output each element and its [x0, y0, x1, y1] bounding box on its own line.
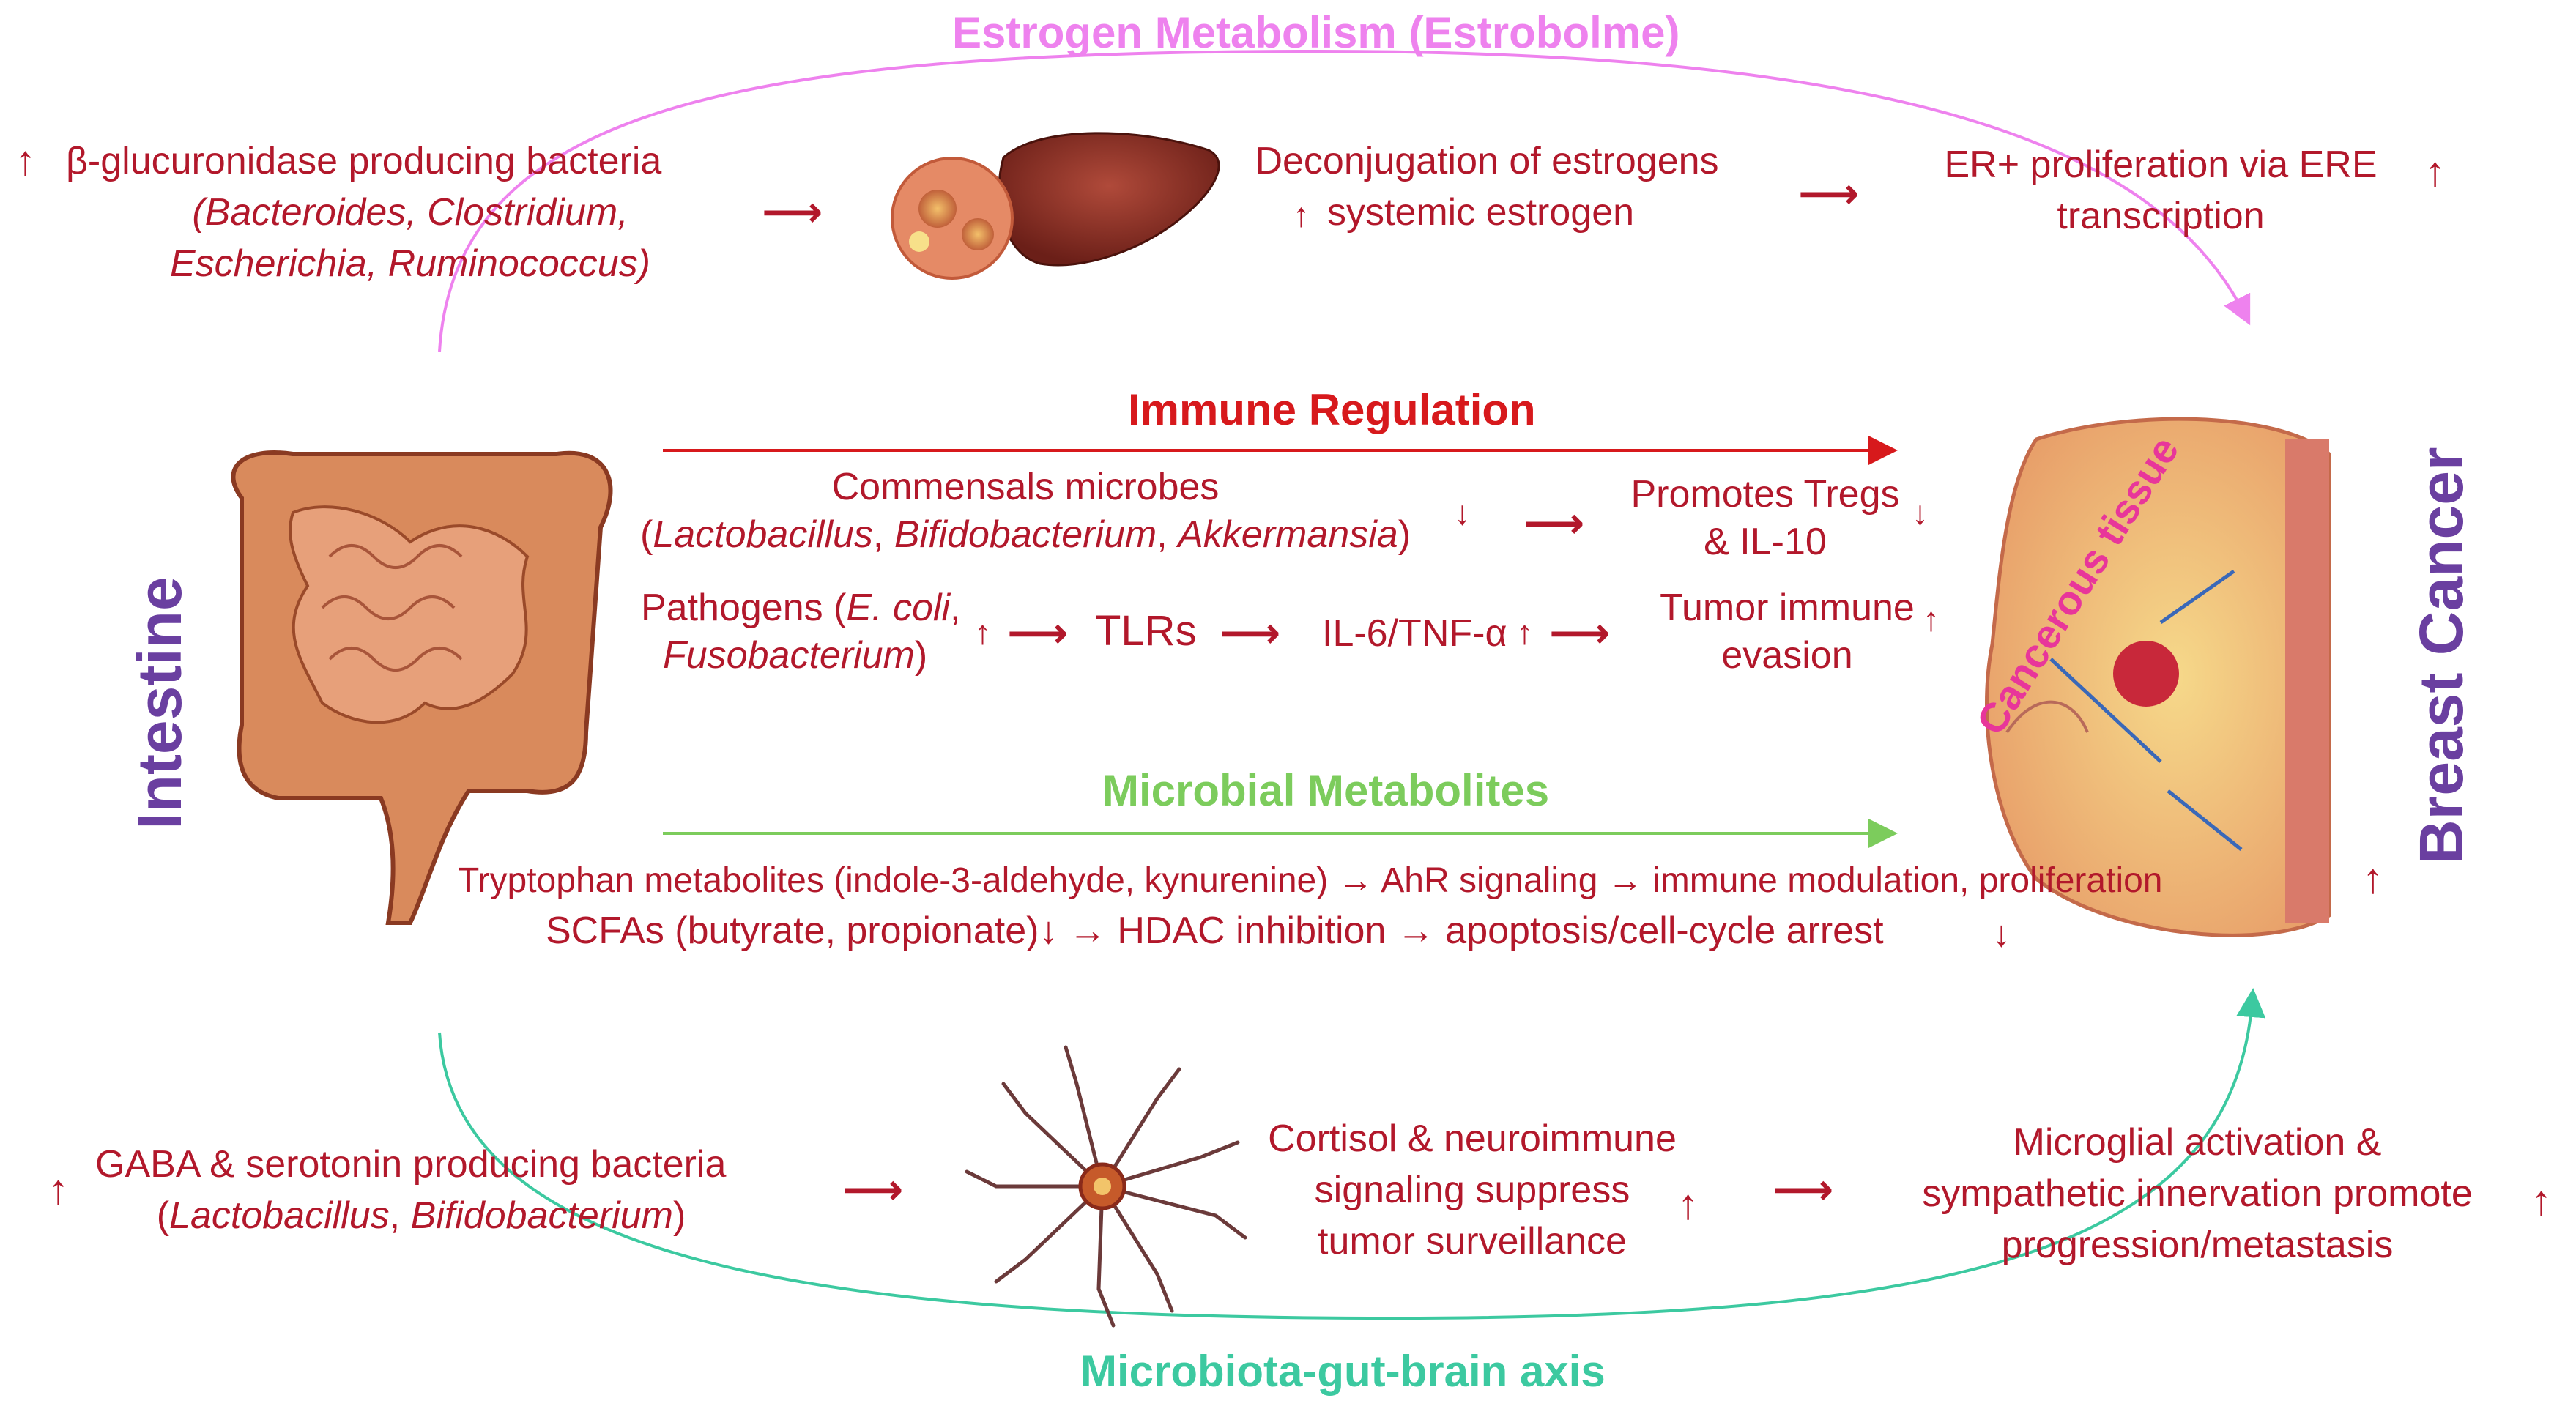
estrogen-curve	[438, 49, 2251, 352]
commensals-genera: (Lactobacillus, Bifidobacterium, Akkerma…	[639, 513, 1411, 556]
evasion-text: evasion	[1721, 634, 1853, 677]
cortisol-text: Cortisol & neuroimmune	[1268, 1117, 1677, 1160]
up-arrow-pathogens: ↑	[974, 613, 991, 651]
up-arrow-evasion: ↑	[1923, 600, 1940, 638]
up-arrow-er: ↑	[2424, 148, 2446, 196]
arrow-to-tregs: ⟶	[1523, 499, 1585, 547]
down-arrow-apoptosis: ↓	[1992, 913, 2011, 954]
up-arrow-estrogen: ↑	[1293, 196, 1310, 234]
arrow-to-er: ⟶	[1798, 170, 1860, 217]
up-arrow-microglial: ↑	[2531, 1177, 2552, 1224]
surveillance-text: tumor surveillance	[1318, 1220, 1627, 1262]
deconjugation-text: Deconjugation of estrogens	[1255, 140, 1719, 182]
gutbrain-section-title: Microbiota-gut-brain axis	[1080, 1347, 1606, 1396]
neuron-illustration	[965, 1045, 1247, 1328]
metabolites-section-title: Microbial Metabolites	[1102, 766, 1550, 815]
scfa-text: SCFAs (butyrate, propionate)↓ → HDAC inh…	[546, 910, 1884, 952]
gaba-genera: (Lactobacillus, Bifidobacterium)	[156, 1194, 686, 1237]
breast-illustration	[1985, 417, 2331, 937]
metastasis-text: progression/metastasis	[2001, 1224, 2394, 1266]
commensals-text: Commensals microbes	[831, 466, 1220, 508]
up-arrow-proliferation: ↑	[2362, 855, 2383, 902]
gaba-text: GABA & serotonin producing bacteria	[95, 1143, 727, 1186]
intestine-illustration	[231, 450, 613, 925]
er-proliferation-text: ER+ proliferation via ERE	[1944, 144, 2378, 186]
tumor-immune-text: Tumor immune	[1660, 587, 1915, 629]
up-arrow-il6: ↑	[1516, 613, 1533, 651]
microglial-text: Microglial activation &	[2013, 1121, 2382, 1164]
estrogen-section-title: Estrogen Metabolism (Estrobolme)	[952, 8, 1680, 57]
arrow-to-neuron: ⟶	[842, 1166, 904, 1213]
arrow-to-evasion: ⟶	[1549, 609, 1611, 657]
up-arrow-gaba: ↑	[48, 1166, 69, 1213]
arrow-to-il6: ⟶	[1220, 609, 1281, 657]
liver-illustration	[891, 132, 1220, 280]
gutbrain-curve	[438, 988, 2266, 1320]
tryptophan-text: Tryptophan metabolites (indole-3-aldehyd…	[458, 861, 2163, 900]
ere-transcription-text: transcription	[2057, 195, 2265, 237]
intestine-label: Intestine	[125, 576, 194, 830]
arrow-to-liver: ⟶	[762, 188, 823, 236]
fusobacterium-text: Fusobacterium)	[663, 634, 928, 677]
arrow-to-tlrs: ⟶	[1007, 609, 1069, 657]
arrow-to-microglial: ⟶	[1773, 1166, 1834, 1213]
sympathetic-text: sympathetic innervation promote	[1922, 1172, 2473, 1215]
up-arrow-bacteria: ↑	[15, 137, 36, 185]
bglucuronidase-text: β-glucuronidase producing bacteria	[66, 140, 662, 182]
bacteria-genera-line3: Escherichia, Ruminococcus)	[169, 242, 651, 285]
breast-cancer-label: Breast Cancer	[2407, 447, 2476, 864]
down-arrow-commensals: ↓	[1454, 494, 1471, 532]
il10-text: & IL-10	[1704, 521, 1827, 563]
up-arrow-cortisol: ↑	[1677, 1180, 1699, 1228]
systemic-estrogen-text: systemic estrogen	[1327, 191, 1635, 234]
tregs-text: Promotes Tregs	[1630, 473, 1900, 516]
pathogens-text: Pathogens (E. coli,	[641, 587, 961, 629]
down-arrow-tregs: ↓	[1912, 494, 1929, 532]
signaling-text: signaling suppress	[1314, 1169, 1630, 1211]
tlrs-text: TLRs	[1095, 607, 1197, 655]
il6-tnf-text: IL-6/TNF-α	[1322, 612, 1507, 655]
immune-section-title: Immune Regulation	[1128, 385, 1536, 434]
bacteria-genera-line2: (Bacteroides, Clostridium,	[192, 191, 628, 234]
